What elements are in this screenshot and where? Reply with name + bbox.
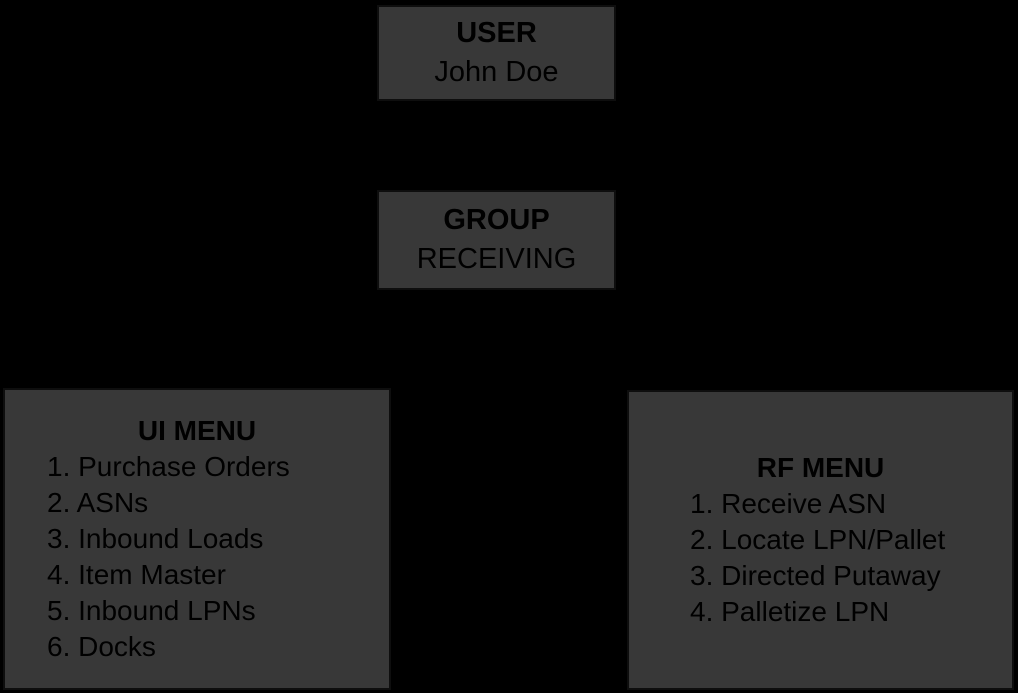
rf-menu-item: 1. Receive ASN [690, 488, 887, 519]
ui-menu-item: 1. Purchase Orders [47, 451, 290, 482]
rf-menu-node: RF MENU 1. Receive ASN 2. Locate LPN/Pal… [627, 390, 1014, 690]
rf-menu-list: 1. Receive ASN 2. Locate LPN/Pallet 3. D… [629, 486, 1012, 630]
rf-menu-item: 2. Locate LPN/Pallet [690, 524, 946, 555]
rf-menu-item: 4. Palletize LPN [690, 596, 890, 627]
ui-menu-list: 1. Purchase Orders 2. ASNs 3. Inbound Lo… [5, 449, 389, 665]
group-node: GROUP RECEIVING [377, 190, 616, 290]
ui-menu-title: UI MENU [137, 415, 257, 446]
group-node-title: GROUP [443, 204, 550, 236]
ui-menu-item: 5. Inbound LPNs [47, 595, 256, 626]
user-node-title: USER [456, 17, 537, 49]
rf-menu-item: 3. Directed Putaway [690, 560, 941, 591]
ui-menu-item: 3. Inbound Loads [47, 523, 264, 554]
ui-menu-node: UI MENU 1. Purchase Orders 2. ASNs 3. In… [3, 388, 391, 690]
rf-menu-title: RF MENU [756, 452, 885, 483]
user-node: USER John Doe [377, 5, 616, 101]
ui-menu-item: 2. ASNs [47, 487, 149, 518]
ui-menu-item: 6. Docks [47, 631, 156, 662]
ui-menu-item: 4. Item Master [47, 559, 226, 590]
user-node-value: John Doe [434, 56, 559, 88]
group-node-value: RECEIVING [416, 243, 577, 275]
